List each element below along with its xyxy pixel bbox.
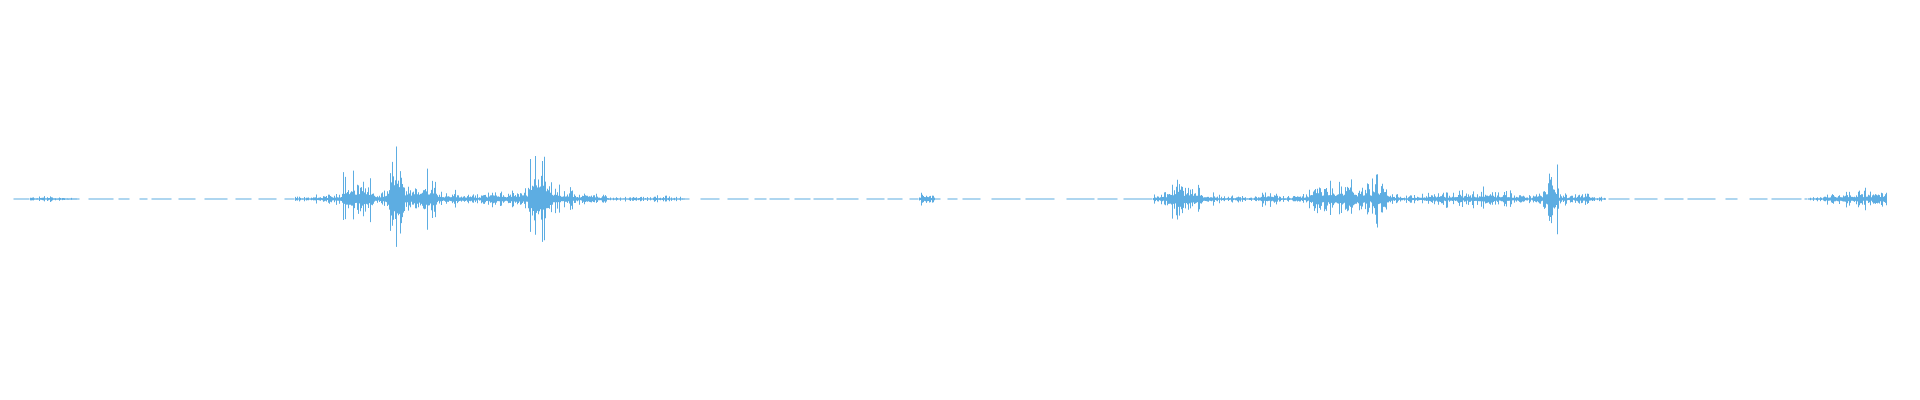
waveform-trace — [13, 146, 1887, 247]
